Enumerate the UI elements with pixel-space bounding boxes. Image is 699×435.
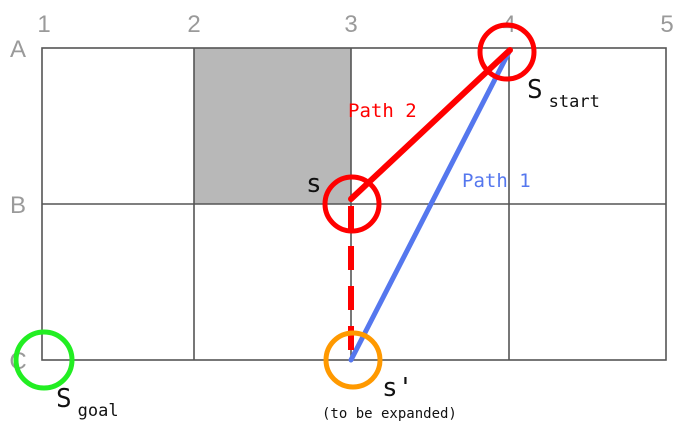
col-label-2: 2 bbox=[187, 11, 200, 38]
goal-node-subscript: goal bbox=[78, 401, 119, 421]
row-label-b: B bbox=[10, 192, 26, 219]
path-2-line bbox=[348, 47, 513, 202]
start-node-label: S start bbox=[527, 75, 600, 112]
start-node-subscript: start bbox=[549, 92, 600, 112]
sprime-node-label: s' bbox=[382, 373, 413, 403]
col-label-3: 3 bbox=[344, 11, 357, 38]
sprime-node-note: (to be expanded) bbox=[322, 406, 457, 422]
path-1-label: Path 1 bbox=[462, 170, 531, 192]
row-label-a: A bbox=[10, 36, 26, 63]
blocked-cell bbox=[194, 48, 351, 204]
s-node-circle bbox=[322, 174, 382, 234]
path-2-label: Path 2 bbox=[348, 100, 417, 122]
goal-node-circle bbox=[13, 329, 75, 391]
col-label-5: 5 bbox=[660, 11, 673, 38]
start-node-circle bbox=[477, 22, 537, 82]
goal-node-label: S goal bbox=[56, 384, 119, 421]
sprime-node-circle bbox=[323, 330, 383, 390]
path-1-line bbox=[348, 47, 513, 363]
col-label-1: 1 bbox=[37, 11, 50, 38]
s-node-label: s bbox=[306, 169, 322, 199]
